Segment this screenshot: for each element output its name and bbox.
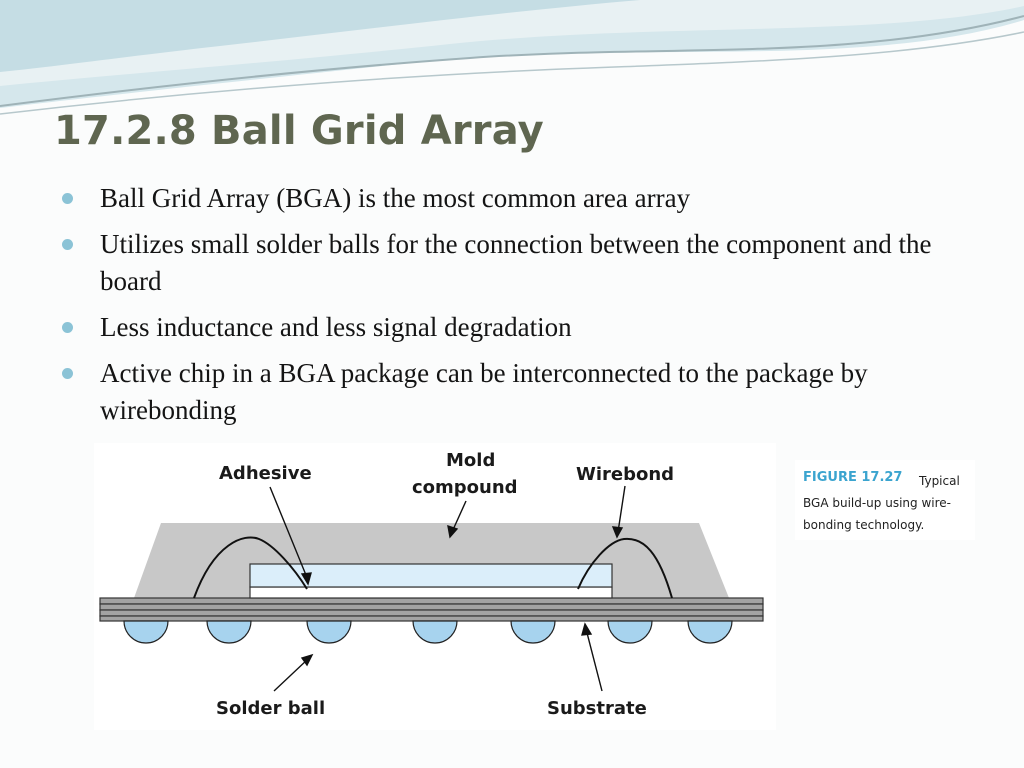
caption-text: Typical BGA build-up using wire-bonding … [803, 474, 960, 532]
bullet-marker [62, 322, 73, 333]
solder-ball [510, 620, 556, 644]
solder-ball [206, 620, 252, 644]
bullet-marker [62, 368, 73, 379]
label-adhesive: Adhesive [219, 463, 312, 484]
wirebond-wire [577, 537, 673, 599]
figure-caption: FIGURE 17.27 Typical BGA build-up using … [795, 460, 975, 540]
solder-ball [607, 620, 653, 644]
solder-ball [123, 620, 169, 644]
bga-diagram: Adhesive Mold compound Wirebond Solder b… [94, 443, 776, 730]
substrate-layer [99, 609, 764, 617]
label-mold-line2: compound [412, 477, 518, 498]
bullet-text: Ball Grid Array (BGA) is the most common… [100, 183, 691, 213]
substrate-layer [99, 603, 764, 611]
adhesive-layer [249, 586, 613, 599]
header-wave-decoration [0, 0, 1024, 115]
bullet-item: Less inductance and less signal degradat… [62, 309, 942, 346]
label-substrate: Substrate [547, 698, 647, 719]
substrate-layer [99, 597, 764, 605]
bullet-item: Ball Grid Array (BGA) is the most common… [62, 180, 942, 217]
bullet-marker [62, 239, 73, 250]
bullet-list: Ball Grid Array (BGA) is the most common… [62, 180, 942, 438]
slide-title: 17.2.8 Ball Grid Array [54, 108, 544, 154]
bullet-item: Active chip in a BGA package can be inte… [62, 355, 942, 429]
label-mold-line1: Mold [446, 450, 495, 471]
bullet-text: Utilizes small solder balls for the conn… [100, 229, 932, 296]
bga-diagram-svg: Adhesive Mold compound Wirebond Solder b… [99, 450, 764, 719]
wirebond-wire [193, 536, 308, 599]
label-solder-ball: Solder ball [216, 698, 325, 719]
pointer-arrows [269, 485, 626, 692]
bullet-text: Active chip in a BGA package can be inte… [100, 358, 868, 425]
solder-ball [306, 620, 352, 644]
substrate-layer [99, 615, 764, 622]
label-wirebond: Wirebond [576, 464, 674, 485]
solder-ball [412, 620, 458, 644]
caption-number: FIGURE 17.27 [803, 470, 903, 485]
bullet-text: Less inductance and less signal degradat… [100, 312, 572, 342]
die-chip [249, 563, 613, 588]
solder-ball [687, 620, 733, 644]
bullet-item: Utilizes small solder balls for the conn… [62, 226, 942, 300]
bullet-marker [62, 193, 73, 204]
